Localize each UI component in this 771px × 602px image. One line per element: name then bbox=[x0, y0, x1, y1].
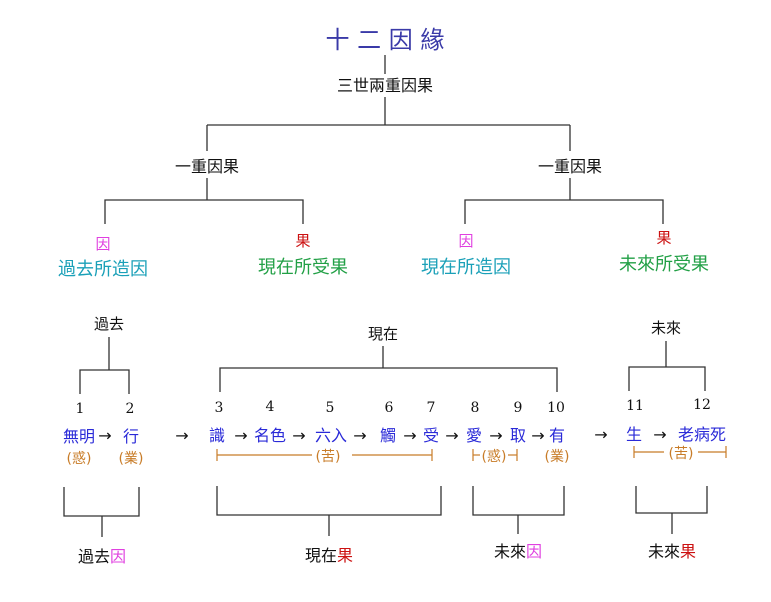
arrow-icon: → bbox=[234, 426, 247, 445]
bottom-past-cause-prefix: 過去 bbox=[78, 547, 110, 566]
bottom-future-effect-prefix: 未來 bbox=[648, 542, 680, 561]
annotation-range-lines bbox=[216, 446, 727, 461]
cause-mark: 因 bbox=[526, 542, 542, 561]
annotation-karma-1: (業) bbox=[119, 451, 144, 467]
number-5: 5 bbox=[326, 400, 335, 416]
left-one-level-label: 一重因果 bbox=[175, 157, 239, 176]
link-grasping: 取 bbox=[510, 426, 526, 445]
number-9: 9 bbox=[514, 400, 523, 416]
link-becoming: 有 bbox=[549, 426, 565, 445]
effect-mark: 果 bbox=[337, 546, 353, 565]
number-1: 1 bbox=[76, 401, 85, 417]
period-brackets bbox=[79, 337, 706, 394]
link-names: 無明 行 識 名色 六入 觸 受 愛 取 有 生 老病死 bbox=[63, 425, 726, 446]
number-4: 4 bbox=[266, 399, 275, 415]
number-8: 8 bbox=[471, 400, 480, 416]
number-2: 2 bbox=[126, 401, 135, 417]
bottom-present-effect-prefix: 現在 bbox=[305, 546, 337, 565]
right-one-level-label: 一重因果 bbox=[538, 157, 602, 176]
link-ignorance: 無明 bbox=[63, 427, 95, 446]
number-6: 6 bbox=[385, 400, 394, 416]
three-worlds-label: 三世兩重因果 bbox=[337, 76, 433, 95]
annotations: (惑) (業) (苦) (惑) (業) (苦) bbox=[67, 446, 694, 467]
arrow-icon: → bbox=[175, 426, 188, 445]
bottom-future-cause: 未來因 bbox=[494, 542, 542, 561]
annotation-delusion-1: (惑) bbox=[67, 451, 92, 467]
arrow-icon: → bbox=[292, 426, 305, 445]
link-six-entrances: 六入 bbox=[315, 426, 347, 445]
bottom-future-cause-prefix: 未來 bbox=[494, 542, 526, 561]
number-10: 10 bbox=[547, 400, 565, 416]
diagram-title: 十 二 因 緣 bbox=[326, 26, 445, 54]
present-made-cause-label: 現在所造因 bbox=[421, 257, 511, 278]
period-future: 未來 bbox=[651, 319, 681, 337]
bottom-past-cause: 過去因 bbox=[78, 547, 126, 566]
present-received-effect-label: 現在所受果 bbox=[258, 257, 348, 278]
number-3: 3 bbox=[215, 400, 224, 416]
future-received-effect-label: 未來所受果 bbox=[619, 254, 709, 275]
arrow-icon: → bbox=[531, 426, 544, 445]
link-arrows: → → → → → → → → → → → bbox=[98, 425, 666, 445]
arrow-icon: → bbox=[489, 426, 502, 445]
bottom-present-effect: 現在果 bbox=[305, 546, 353, 565]
effect-mark-2: 果 bbox=[656, 229, 671, 247]
arrow-icon: → bbox=[353, 426, 366, 445]
top-tree-lines bbox=[104, 55, 664, 224]
link-numbers: 1 2 3 4 5 6 7 8 9 10 11 12 bbox=[76, 397, 711, 417]
link-formations: 行 bbox=[123, 427, 139, 446]
link-craving: 愛 bbox=[466, 426, 482, 445]
arrow-icon: → bbox=[594, 425, 607, 444]
cause-mark: 因 bbox=[110, 547, 126, 566]
arrow-icon: → bbox=[98, 426, 111, 445]
bottom-brackets bbox=[63, 486, 708, 537]
link-birth: 生 bbox=[626, 425, 642, 444]
annotation-karma-2: (業) bbox=[545, 449, 570, 465]
cause-mark-1: 因 bbox=[95, 235, 110, 253]
cause-mark-2: 因 bbox=[458, 232, 473, 250]
arrow-icon: → bbox=[403, 426, 416, 445]
arrow-icon: → bbox=[653, 425, 666, 444]
arrow-icon: → bbox=[445, 426, 458, 445]
past-made-cause-label: 過去所造因 bbox=[58, 259, 148, 280]
link-feeling: 受 bbox=[423, 426, 439, 445]
annotation-suffering-1: (苦) bbox=[316, 449, 341, 465]
bottom-future-effect: 未來果 bbox=[648, 542, 696, 561]
annotation-suffering-2: (苦) bbox=[669, 446, 694, 462]
link-contact: 觸 bbox=[380, 426, 396, 445]
period-past: 過去 bbox=[94, 315, 124, 333]
number-12: 12 bbox=[693, 397, 711, 413]
link-consciousness: 識 bbox=[209, 426, 225, 445]
effect-mark-1: 果 bbox=[295, 232, 310, 250]
link-aging-sickness-death: 老病死 bbox=[678, 425, 726, 444]
number-7: 7 bbox=[427, 400, 436, 416]
period-present: 現在 bbox=[368, 325, 398, 343]
number-11: 11 bbox=[626, 398, 644, 414]
effect-mark: 果 bbox=[680, 542, 696, 561]
annotation-delusion-2: (惑) bbox=[482, 449, 507, 465]
link-name-and-form: 名色 bbox=[254, 426, 286, 445]
